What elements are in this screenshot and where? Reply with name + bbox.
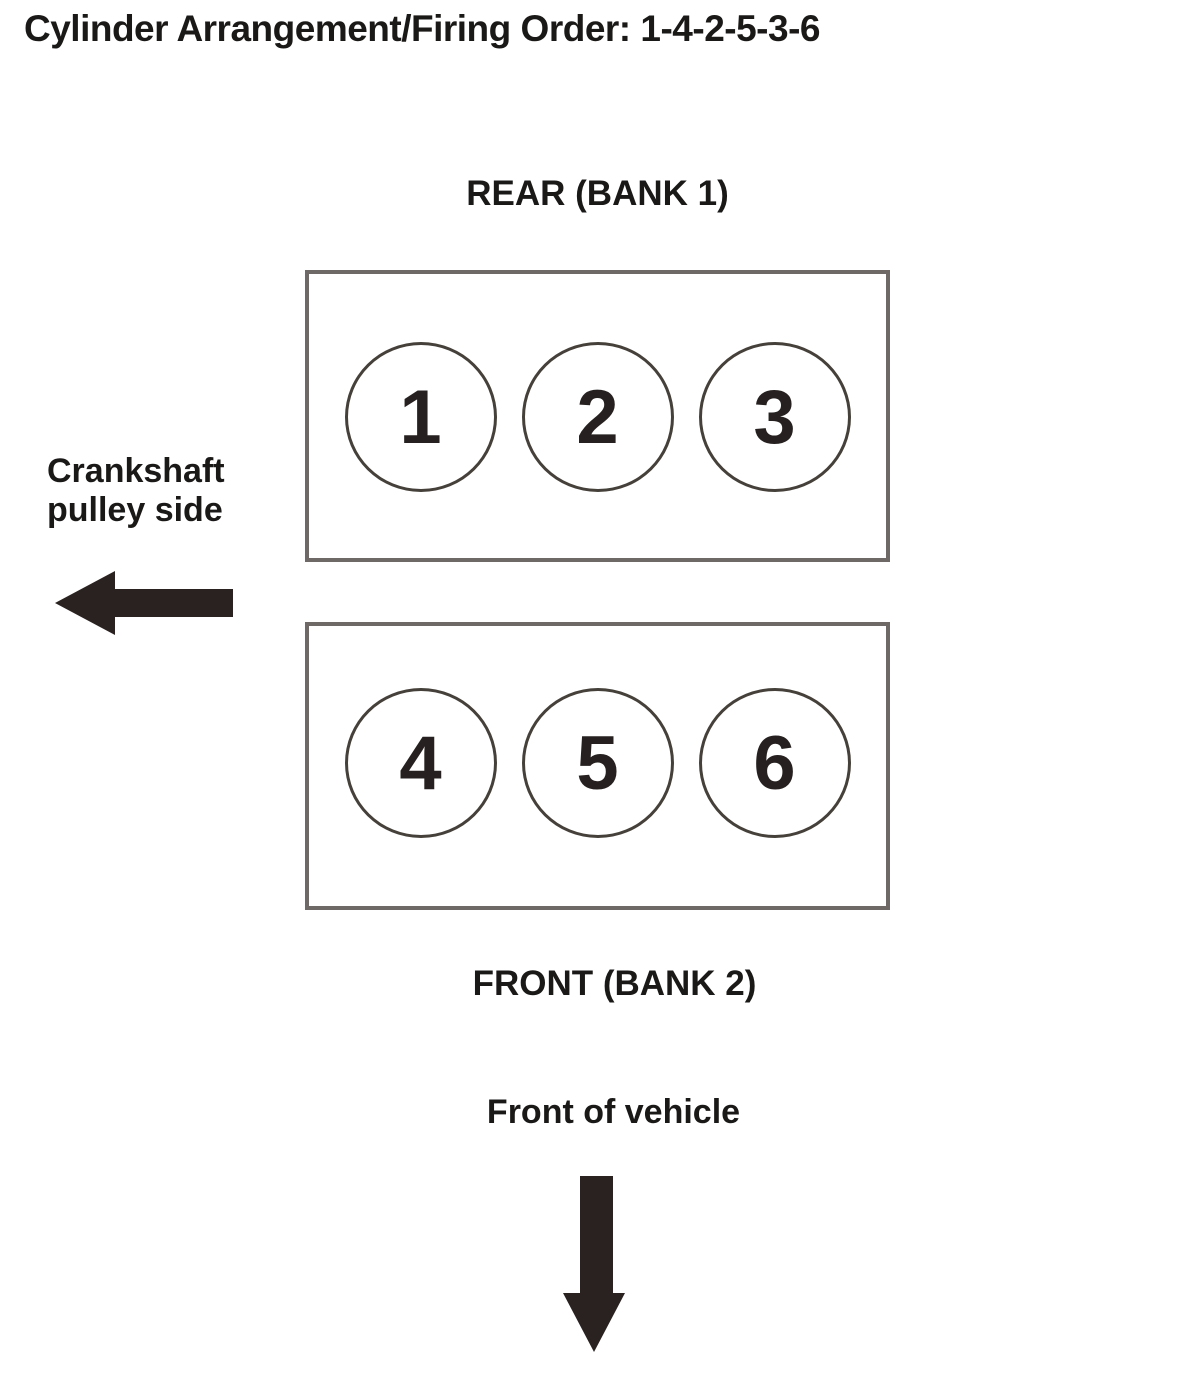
cylinder-4: 4 (344, 688, 497, 838)
crankshaft-pulley-side-label: Crankshaft pulley side (47, 452, 225, 530)
down-arrow-icon (563, 1176, 625, 1352)
rear-bank-label: REAR (BANK 1) (466, 174, 729, 213)
left-arrow-icon (55, 571, 233, 635)
cylinder-5: 5 (521, 688, 674, 838)
front-of-vehicle-label: Front of vehicle (486, 1093, 741, 1131)
crankshaft-label-line1: Crankshaft (47, 452, 225, 490)
rear-bank-box: 1 2 3 (305, 270, 890, 562)
front-bank-label: FRONT (BANK 2) (472, 964, 757, 1003)
cylinder-3: 3 (698, 342, 851, 492)
crankshaft-label-line2: pulley side (47, 491, 223, 529)
cylinder-1: 1 (344, 342, 497, 492)
cylinder-2: 2 (521, 342, 674, 492)
front-bank-box: 4 5 6 (305, 622, 890, 910)
cylinder-6: 6 (698, 688, 851, 838)
page-title: Cylinder Arrangement/Firing Order: 1-4-2… (24, 8, 820, 49)
